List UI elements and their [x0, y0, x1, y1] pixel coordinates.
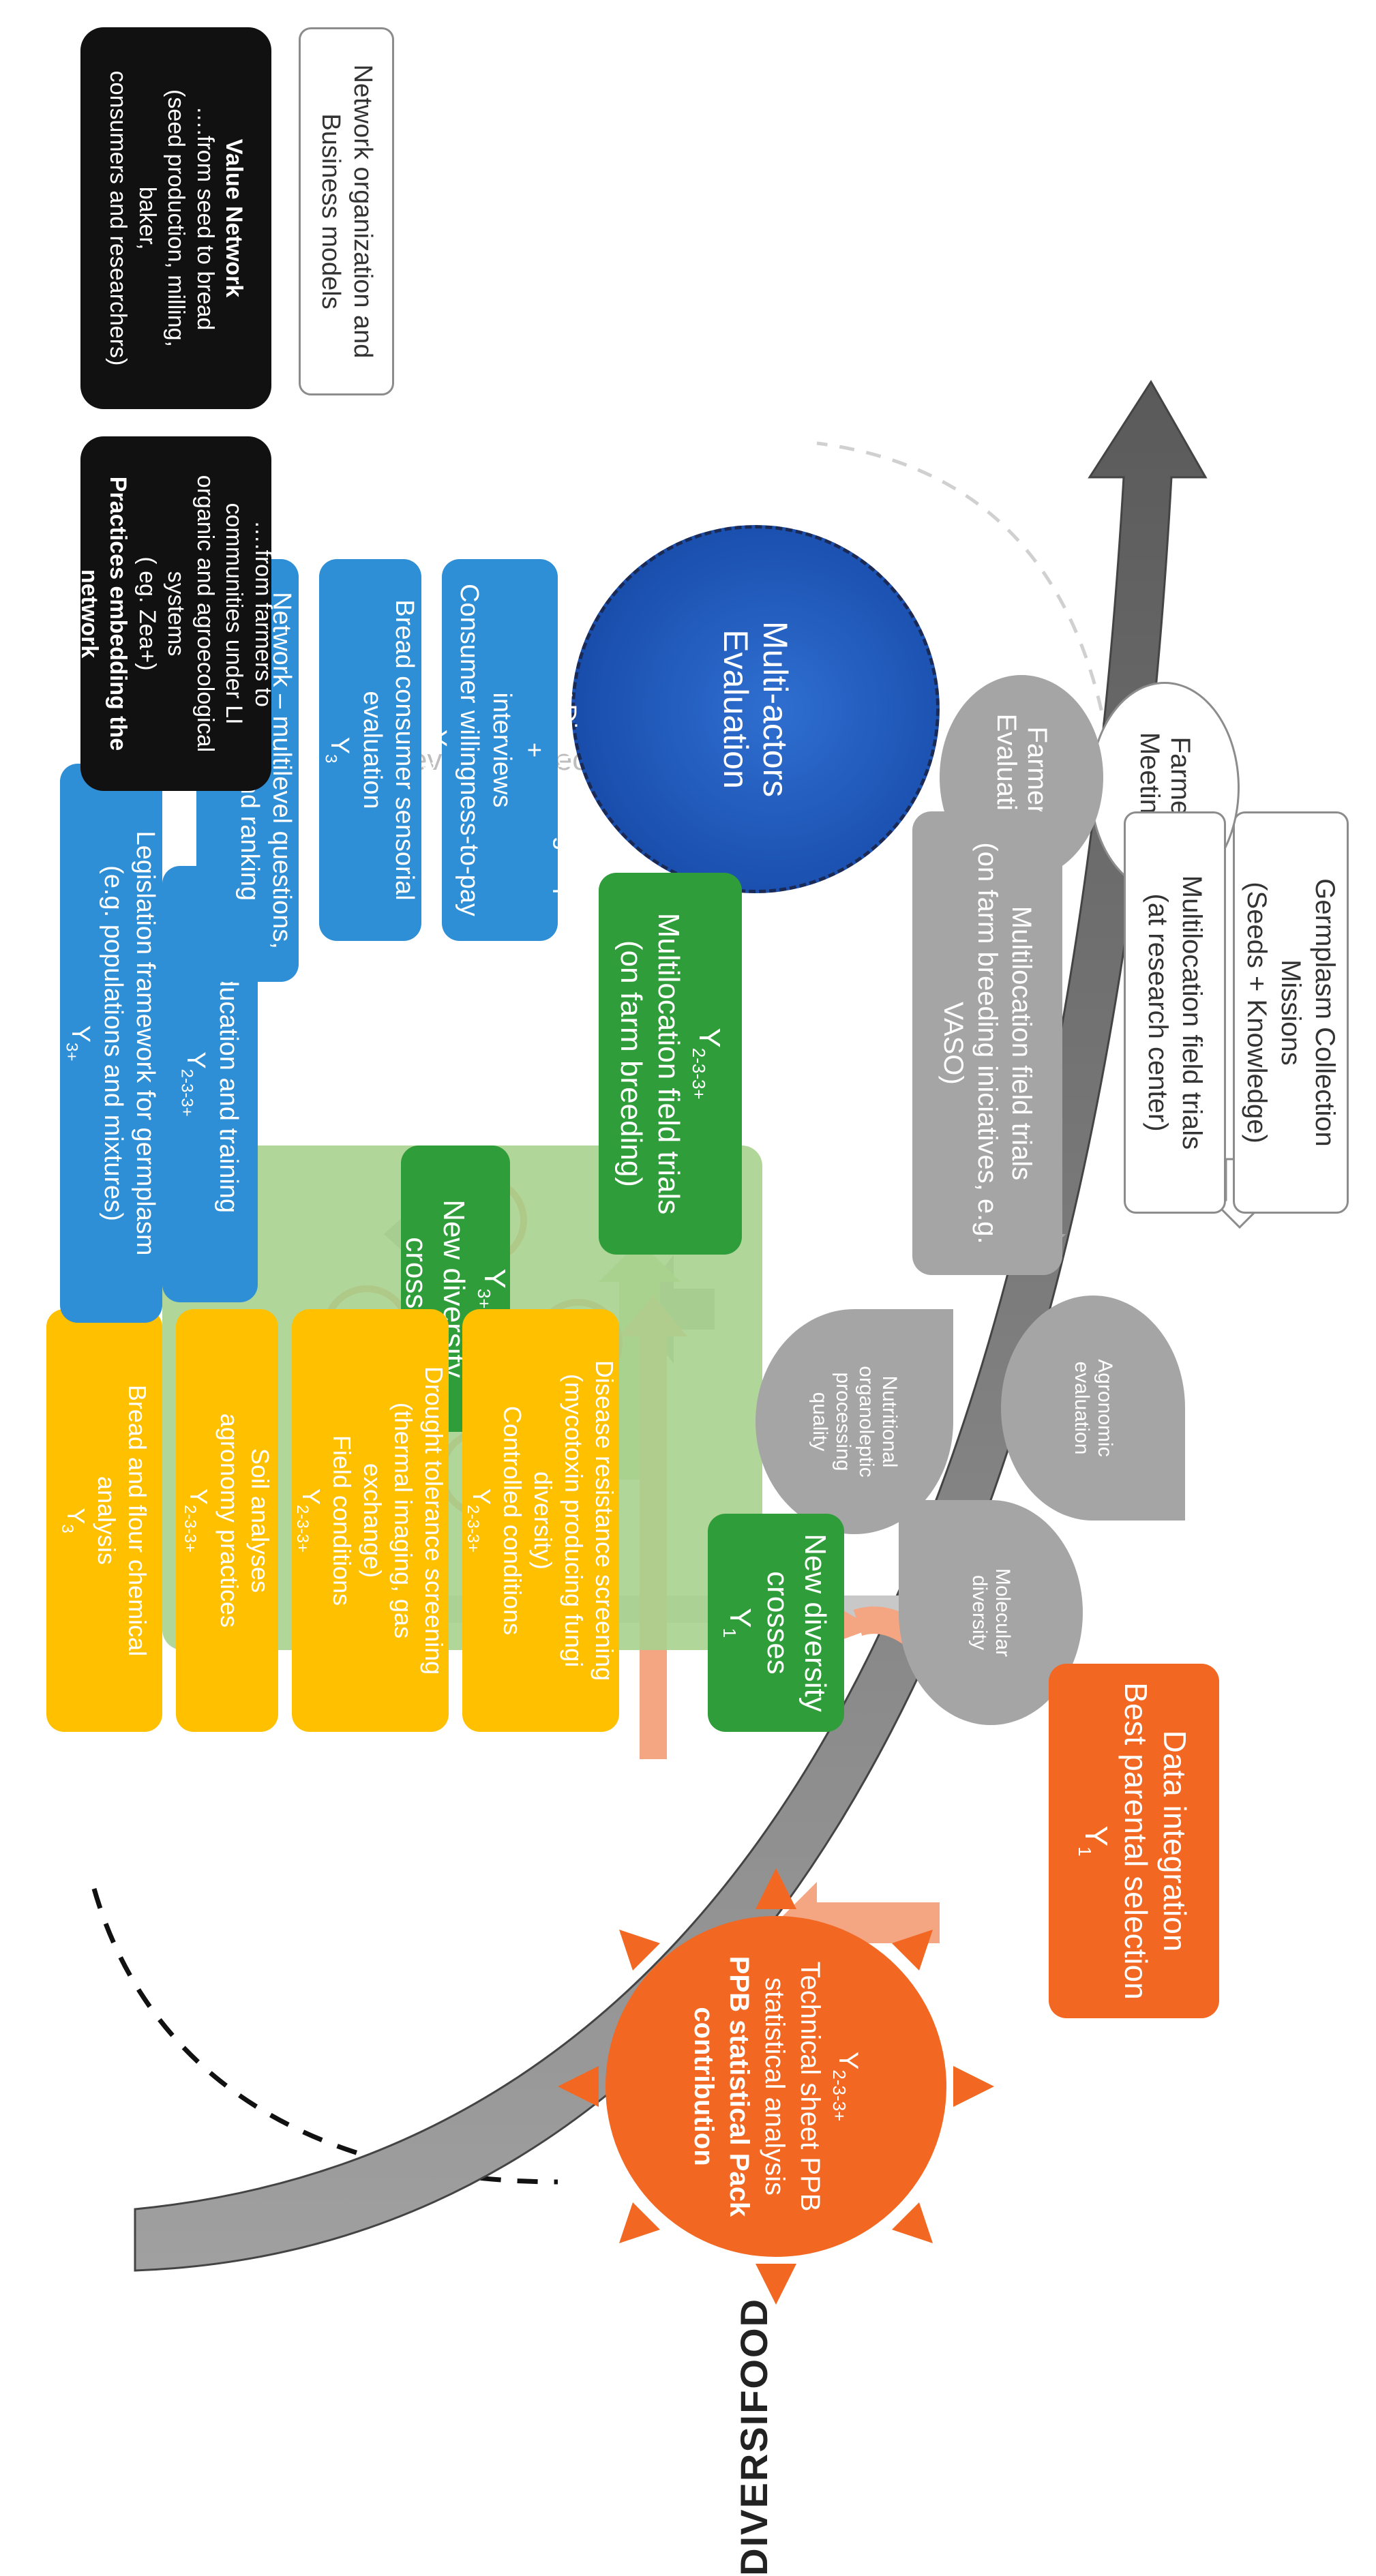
- blue-box-multiactor: Multiactor Discussion groups + interview…: [419, 559, 581, 941]
- yellow-disease-line2: (mycotoxin producing fungi: [559, 1373, 588, 1668]
- blue-multiactor-line1: Multiactor Discussion groups +: [520, 584, 581, 916]
- petal-nutritional-line2: organoleptic: [855, 1366, 878, 1478]
- multiloc-research-line1: Multilocation field trials: [1177, 875, 1207, 1150]
- value-network-line1: Value Network: [221, 138, 248, 298]
- petal-agronomic-line1: Agronomic: [1094, 1359, 1116, 1457]
- blue-legislation-line1: Legislation framework for germplasm: [131, 830, 160, 1256]
- value-network-line5: consumers and researchers): [105, 70, 132, 366]
- petal-nutritional-line4: quality: [809, 1392, 831, 1452]
- blue-education-year: Y2-3-3+: [177, 1051, 211, 1117]
- yellow-drought-line3: exchange): [358, 1463, 387, 1578]
- new-diversity-left-box: New diversity crosses Y1: [708, 1514, 844, 1732]
- multiloc-initiatives-box: Multilocation field trials (on farm bree…: [912, 811, 1062, 1275]
- value-network-line2: ….from seed to bread: [192, 106, 218, 331]
- yellow-drought-line4: Field conditions: [327, 1435, 356, 1606]
- network-org-line1: Network organization and: [348, 64, 378, 359]
- multiloc-initiatives-line2: (on farm breeding iniciatives, e.g.: [972, 842, 1002, 1244]
- yellow-disease-line3: diversity): [528, 1471, 557, 1570]
- yellow-box-soil: Soil analyses agronomy practices Y2-3-3+: [176, 1309, 278, 1732]
- farmers-communities-line1: ….from farmers to: [250, 520, 276, 707]
- sun-line3: PPB statistical Pack: [723, 1956, 754, 2217]
- farmers-communities-line3: organic and agroecological: [192, 475, 218, 753]
- yellow-soil-year: Y2-3-3+: [180, 1488, 213, 1553]
- petal-nutritional-line3: processing: [832, 1372, 854, 1471]
- petal-molecular-line2: diversity: [968, 1574, 991, 1651]
- yellow-box-drought: Drought tolerance screening (thermal ima…: [292, 1309, 449, 1732]
- multiloc-research-box: Multilocation field trials (at research …: [1124, 811, 1226, 1214]
- farmers-communities-line2: communities under LI: [221, 503, 248, 725]
- data-integration-line1: Data integration: [1157, 1730, 1193, 1952]
- previous-projects-arc: [816, 441, 1121, 955]
- petal-agronomic-line2: evaluation: [1071, 1361, 1093, 1455]
- yellow-drought-line2: (thermal imaging, gas: [389, 1402, 417, 1639]
- multiloc-initiatives-line1: Multilocation field trials: [1006, 905, 1036, 1181]
- farmers-communities-line5: ( eg. Zea+): [134, 556, 160, 671]
- sun-shape: [558, 1868, 994, 2305]
- value-network-line4: baker,: [134, 186, 160, 250]
- blue-legislation-line2: (e.g. populations and mixtures): [98, 865, 128, 1221]
- multiloc-initiatives-line3: VASO): [938, 1002, 968, 1085]
- yellow-drought-year: Y2-3-3+: [293, 1488, 325, 1553]
- sun-year: Y2-3-3+: [829, 2051, 864, 2122]
- yellow-disease-line1: Disease resistance screening: [590, 1360, 618, 1681]
- sun-line4: contribution: [688, 2007, 719, 2166]
- value-network-box: Value Network ….from seed to bread (seed…: [80, 27, 271, 409]
- data-integration-line2: Best parental selection: [1118, 1682, 1154, 2000]
- multiloc-farm-line1: Multilocation field trials: [652, 912, 686, 1215]
- multi-actors-circle: Multi-actors Evaluation: [571, 525, 940, 893]
- brand-label: DIVERSIFOOD: [732, 2298, 775, 2576]
- farmers-communities-line6: Practices embedding the: [105, 476, 132, 751]
- blue-bread-line1: Bread consumer sensorial: [390, 599, 419, 901]
- germplasm-line2: (Seeds + Knowledge): [1242, 882, 1272, 1143]
- data-integration-box: Data integration Best parental selection…: [1049, 1664, 1219, 2018]
- germplasm-line1: Germplasm Collection Missions: [1276, 878, 1340, 1147]
- blue-bread-line2: evaluation: [357, 691, 387, 809]
- yellow-soil-line1: Soil analyses: [245, 1448, 274, 1593]
- new-diversity-center-year: Y3+: [473, 1268, 511, 1309]
- blue-bread-year: Y3: [321, 736, 355, 764]
- multiloc-research-line2: (at research center): [1143, 893, 1173, 1132]
- petal-molecular-line1: Molecular: [991, 1568, 1014, 1658]
- network-org-line2: Business models: [316, 113, 345, 310]
- new-diversity-left-line1: New diversity: [798, 1533, 832, 1712]
- multiloc-farm-box: Y2-3-3+ Multilocation field trials (on f…: [599, 873, 742, 1255]
- yellow-soil-line2: agronomy practices: [215, 1413, 243, 1628]
- diagram-stage: Previous projects/programs DIVERSIFOOD G…: [46, 27, 1349, 2576]
- yellow-box-bread: Bread and flour chemical analysis Y3: [46, 1309, 162, 1732]
- petal-nutritional-line1: Nutritional: [878, 1375, 901, 1468]
- multi-actors-line1: Multi-actors: [756, 620, 794, 798]
- yellow-bread-line2: analysis: [92, 1476, 121, 1566]
- yellow-disease-line4: Controlled conditions: [498, 1405, 526, 1636]
- multiloc-farm-year: Y2-3-3+: [688, 1028, 726, 1100]
- new-diversity-left-year: Y1: [719, 1608, 757, 1638]
- farmers-communities-box: ….from farmers to communities under LI o…: [76, 436, 276, 791]
- network-org-box: Network organization and Business models: [299, 27, 394, 395]
- sun-line2: statistical analysis: [759, 1977, 790, 2196]
- germplasm-box: Germplasm Collection Missions (Seeds + K…: [1233, 811, 1349, 1214]
- petal-nutritional: Nutritional organoleptic processing qual…: [756, 1309, 953, 1534]
- petal-agronomic: Agronomic evaluation: [1001, 1296, 1185, 1521]
- blue-multiactor-line2: interviews: [487, 692, 516, 808]
- yellow-disease-year: Y2-3-3+: [463, 1488, 496, 1553]
- yellow-bread-year: Y3: [57, 1508, 90, 1533]
- multiloc-farm-line2: (on farm breeding): [614, 940, 648, 1187]
- blue-box-bread-sensorial: Bread consumer sensorial evaluation Y3: [319, 559, 421, 941]
- yellow-drought-line1: Drought tolerance screening: [419, 1366, 448, 1675]
- blue-education-line1: Education and training: [213, 955, 243, 1214]
- blue-box-legislation: Legislation framework for germplasm (e.g…: [60, 764, 162, 1323]
- blue-multiactor-line3: Consumer willingness-to-pay: [455, 584, 484, 916]
- value-network-line3: (seed production, milling,: [163, 89, 190, 347]
- farmers-communities-line4: systems: [163, 571, 190, 657]
- rotated-diagram: Previous projects/programs DIVERSIFOOD G…: [46, 27, 1349, 2576]
- yellow-box-disease: Disease resistance screening (mycotoxin …: [462, 1309, 619, 1732]
- blue-multiactor-year: Y2-3: [419, 729, 451, 771]
- farmers-communities-line7: network: [76, 569, 102, 659]
- new-diversity-left-line2: crosses: [760, 1571, 794, 1675]
- sun-content: Y2-3-3+ Technical sheet PPB statistical …: [619, 1923, 933, 2250]
- yellow-bread-line1: Bread and flour chemical: [123, 1384, 151, 1657]
- data-integration-year: Y1: [1075, 1825, 1115, 1857]
- blue-legislation-year: Y3+: [62, 1025, 95, 1062]
- sun-line1: Technical sheet PPB: [794, 1961, 825, 2212]
- multi-actors-line2: Evaluation: [717, 629, 755, 789]
